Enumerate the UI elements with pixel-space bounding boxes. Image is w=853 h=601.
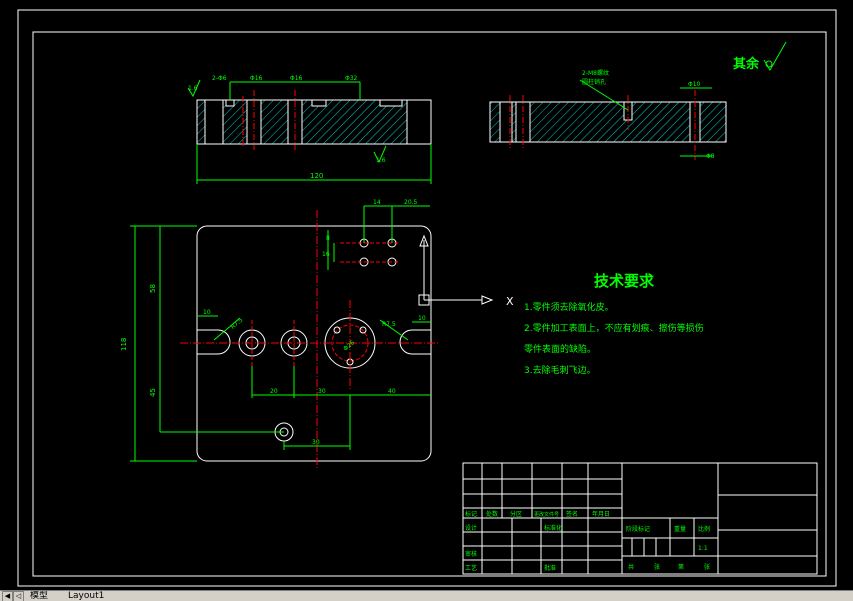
plan-dim-10-left: 10 [203, 309, 211, 316]
notes-item-2: 零件表面的缺陷。 [524, 343, 596, 355]
plan-phi-center: Φ26 [342, 339, 356, 352]
side-view-callout-1: 圆柱销孔 [582, 78, 606, 86]
plan-dim-118: 118 [120, 338, 128, 351]
tb-cell-8: 阶段标记 [626, 525, 650, 533]
tb-cell-17: 张 [704, 563, 710, 571]
plan-view: X 118 58 45 14 20.5 8 16 10 10 R7.5 R7.5… [120, 199, 514, 468]
plan-r7-5-left: R7.5 [229, 317, 244, 331]
plan-dim-58: 58 [149, 284, 157, 293]
plan-dim-30-bottom: 30 [312, 439, 320, 446]
tab-nav-first-button[interactable]: ◀ [2, 591, 13, 601]
tb-cell-15: 张 [654, 563, 660, 571]
plan-dim-10-right: 10 [418, 315, 426, 322]
tb-scale: 1:1 [698, 545, 708, 552]
plan-dim-40: 40 [388, 388, 396, 395]
drawing-frame [32, 31, 827, 577]
plan-r7-5-right: R7.5 [382, 321, 396, 328]
paper-border [17, 9, 837, 587]
layout-tab-bar: ◀ ◁ 模型 Layout1 [0, 590, 853, 601]
tb-cell-14: 共 [628, 563, 634, 571]
side-view: 2-M8螺纹 圆柱销孔 Φ10 Φ8 [489, 69, 727, 160]
tb-cell-7: 标准化 [544, 524, 562, 532]
technical-notes: 技术要求 1.零件须去除氧化皮。 2.零件加工表面上，不应有划痕、擦伤等损伤 零… [524, 272, 704, 376]
surface-note-text: 其余 [733, 56, 760, 72]
tb-cell-13: 批准 [544, 564, 556, 572]
tb-cell-1: 处数 [486, 510, 498, 518]
top-view-body [196, 99, 432, 145]
ucs-x-label: X [506, 295, 514, 308]
tb-cell-3: 更改文件号 [534, 511, 559, 518]
tb-cell-2: 分区 [510, 510, 522, 518]
tb-cell-6: 设计 [465, 524, 477, 532]
tb-cell-10: 比例 [698, 525, 710, 533]
side-view-dim-top: Φ10 [688, 81, 701, 88]
top-view-dim-3: Φ32 [345, 75, 358, 82]
tab-layout1[interactable]: Layout1 [68, 591, 105, 601]
notes-item-1: 2.零件加工表面上，不应有划痕、擦伤等损伤 [524, 322, 704, 334]
plan-dim-20-5: 20.5 [404, 199, 418, 206]
tb-cell-4: 签名 [566, 510, 578, 518]
tab-nav-prev-button[interactable]: ◁ [13, 591, 24, 601]
notes-item-0: 1.零件须去除氧化皮。 [524, 301, 614, 313]
plan-dim-30: 30 [318, 388, 326, 395]
plan-dim-14: 14 [373, 199, 381, 206]
plan-dim-45: 45 [149, 388, 157, 397]
top-view-dim-1: Φ16 [250, 75, 263, 82]
tb-cell-5: 年月日 [592, 510, 610, 518]
top-view-left-roughness: 1.6 [188, 85, 198, 92]
notes-title: 技术要求 [594, 272, 655, 290]
title-block: 标记 处数 分区 更改文件号 签名 年月日 设计 标准化 阶段标记 重量 比例 … [462, 462, 818, 575]
side-view-dim-bottom: Φ8 [706, 153, 715, 160]
plan-dim-16: 16 [322, 251, 330, 258]
tb-cell-12: 工艺 [465, 564, 477, 572]
top-view: 120 2-Φ6 Φ16 Φ16 Φ32 1.6 1.6 [187, 75, 432, 184]
surface-note: 其余 [733, 41, 787, 72]
top-view-roughness: 1.6 [376, 157, 386, 164]
top-view-dim-0: 2-Φ6 [212, 75, 227, 82]
tb-cell-0: 标记 [465, 510, 477, 518]
top-view-overall-width: 120 [310, 172, 323, 180]
tab-model[interactable]: 模型 [30, 591, 49, 601]
tb-cell-9: 重量 [674, 525, 686, 533]
side-view-callout-0: 2-M8螺纹 [582, 69, 609, 77]
top-view-dim-2: Φ16 [290, 75, 303, 82]
plan-dim-20: 20 [270, 388, 278, 395]
notes-item-3: 3.去除毛刺飞边。 [524, 364, 596, 376]
tb-cell-16: 第 [678, 563, 684, 571]
tb-cell-11: 审核 [465, 550, 477, 558]
